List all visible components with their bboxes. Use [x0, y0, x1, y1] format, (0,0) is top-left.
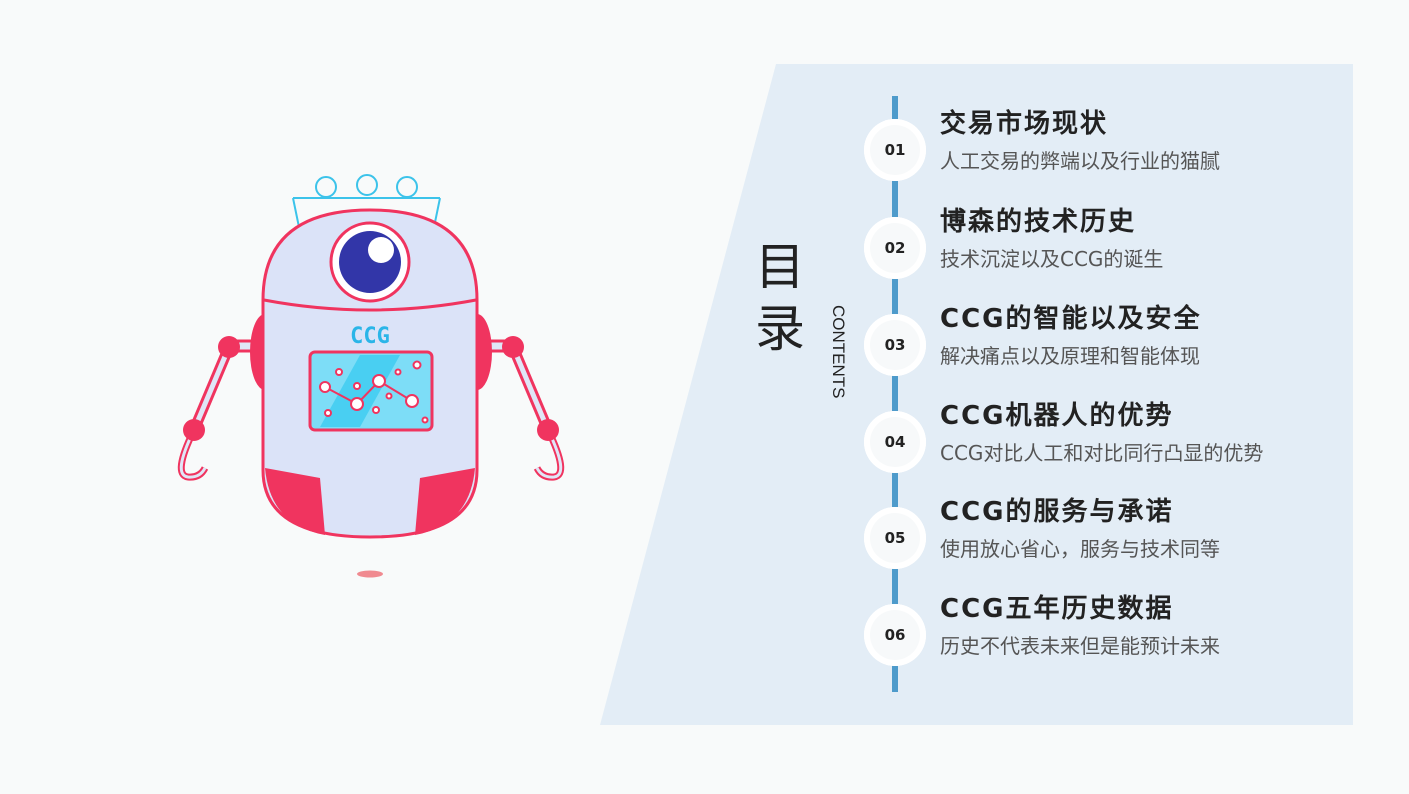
- page-title: 目录: [755, 238, 805, 358]
- item-subtitle: 历史不代表未来但是能预计未来: [940, 634, 1220, 658]
- item-title: 交易市场现状: [940, 109, 1109, 139]
- robot-arm-right: [476, 336, 565, 481]
- toc-item-05[interactable]: 05 CCG的服务与承诺 使用放心省心，服务与技术同等: [864, 497, 1344, 587]
- page-subtitle: CONTENTS: [829, 305, 848, 399]
- robot-shadow: [357, 570, 383, 578]
- robot-chart-screen: [308, 350, 434, 432]
- item-subtitle: 使用放心省心，服务与技术同等: [940, 537, 1220, 561]
- toc-item-06[interactable]: 06 CCG五年历史数据 历史不代表未来但是能预计未来: [864, 594, 1344, 684]
- toc-item-03[interactable]: 03 CCG的智能以及安全 解决痛点以及原理和智能体现: [864, 304, 1344, 394]
- item-title: CCG机器人的优势: [940, 401, 1174, 431]
- item-number-badge: 01: [864, 119, 926, 181]
- robot-ccg-label: CCG: [350, 324, 390, 349]
- item-subtitle: 人工交易的弊端以及行业的猫腻: [940, 149, 1220, 173]
- item-subtitle: 技术沉淀以及CCG的诞生: [940, 247, 1164, 271]
- item-subtitle: CCG对比人工和对比同行凸显的优势: [940, 441, 1264, 465]
- item-title: CCG的智能以及安全: [940, 304, 1202, 334]
- item-number-badge: 06: [864, 604, 926, 666]
- item-number-badge: 04: [864, 411, 926, 473]
- toc-item-02[interactable]: 02 博森的技术历史 技术沉淀以及CCG的诞生: [864, 207, 1344, 297]
- toc-item-01[interactable]: 01 交易市场现状 人工交易的弊端以及行业的猫腻: [864, 109, 1344, 199]
- item-title: CCG五年历史数据: [940, 594, 1174, 624]
- item-subtitle: 解决痛点以及原理和智能体现: [940, 344, 1200, 368]
- item-number-badge: 02: [864, 217, 926, 279]
- toc-item-04[interactable]: 04 CCG机器人的优势 CCG对比人工和对比同行凸显的优势: [864, 401, 1344, 491]
- item-title: CCG的服务与承诺: [940, 497, 1174, 527]
- item-title: 博森的技术历史: [940, 207, 1137, 237]
- item-number-badge: 05: [864, 507, 926, 569]
- timeline-bar: [892, 96, 898, 692]
- item-number-badge: 03: [864, 314, 926, 376]
